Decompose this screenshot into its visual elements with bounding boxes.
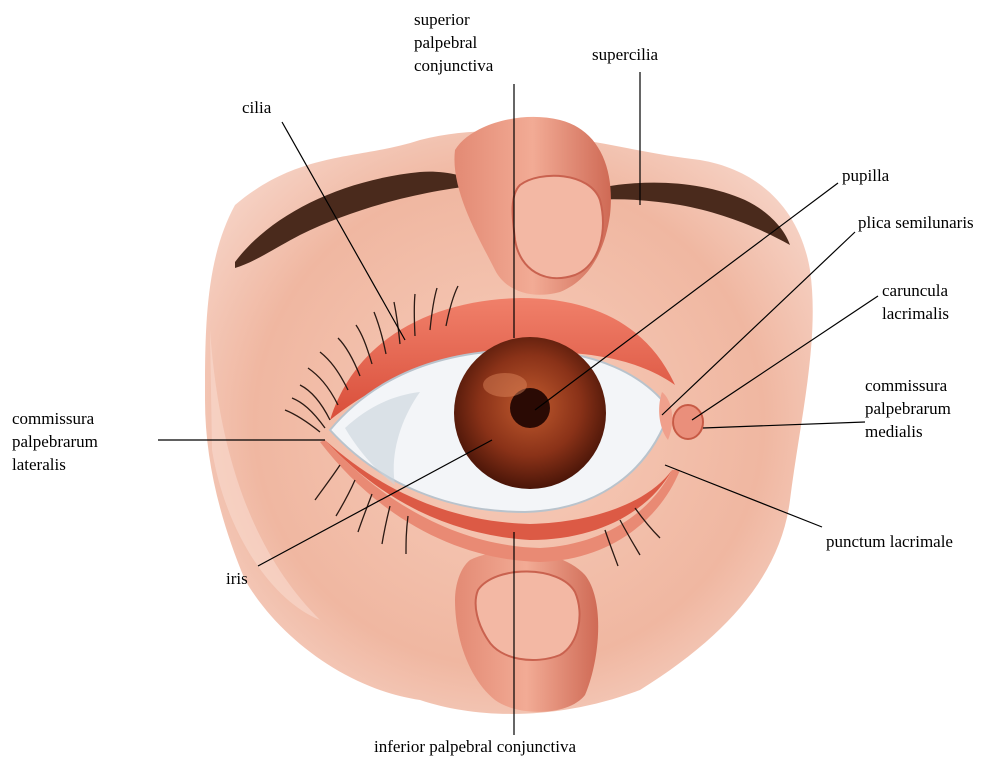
- label-caruncula-lacrimalis: caruncula lacrimalis: [882, 279, 949, 325]
- caruncula: [673, 405, 703, 439]
- label-iris: iris: [226, 567, 248, 590]
- label-punctum-lacrimale: punctum lacrimale: [826, 530, 953, 553]
- label-superior-palpebral-conjunctiva: superior palpebral conjunctiva: [414, 8, 493, 77]
- label-supercilia: supercilia: [592, 43, 658, 66]
- label-commissura-palpebrarum-lateralis: commissura palpebrarum lateralis: [12, 407, 98, 476]
- label-pupilla: pupilla: [842, 164, 889, 187]
- label-cilia: cilia: [242, 96, 271, 119]
- label-commissura-palpebrarum-medialis: commissura palpebrarum medialis: [865, 374, 951, 443]
- label-plica-semilunaris: plica semilunaris: [858, 211, 974, 234]
- iris-highlight: [483, 373, 527, 397]
- upper-fingernail: [513, 176, 603, 278]
- label-inferior-palpebral-conjunctiva: inferior palpebral conjunctiva: [374, 735, 576, 758]
